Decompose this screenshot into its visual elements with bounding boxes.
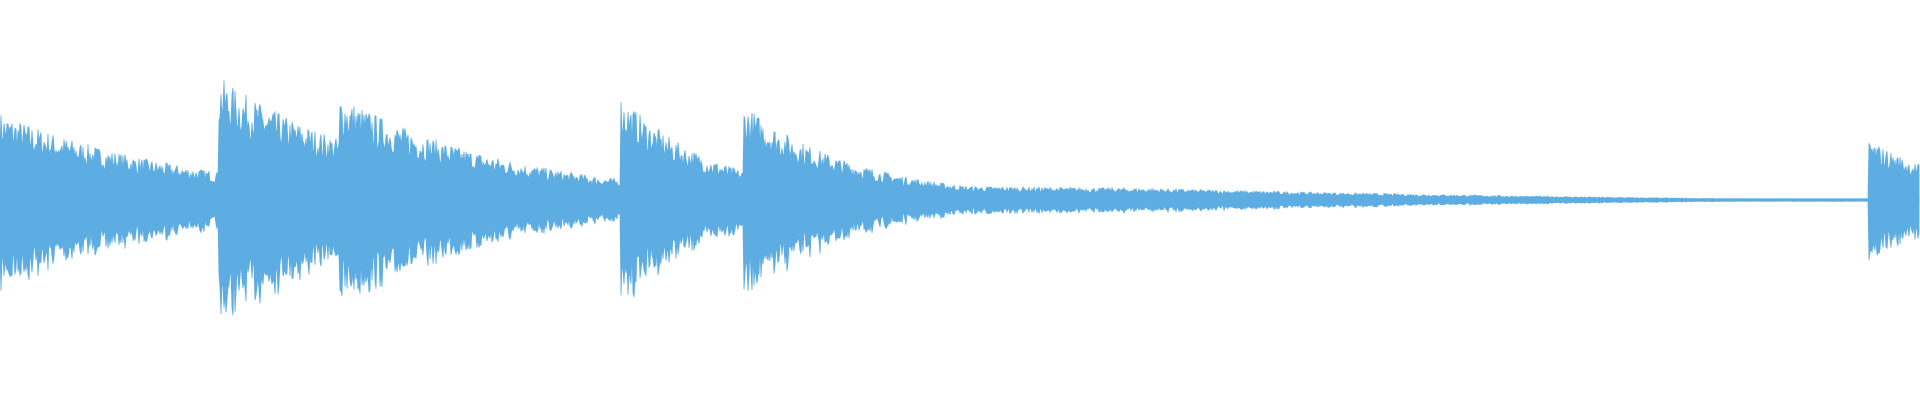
waveform-envelope — [0, 80, 1920, 316]
